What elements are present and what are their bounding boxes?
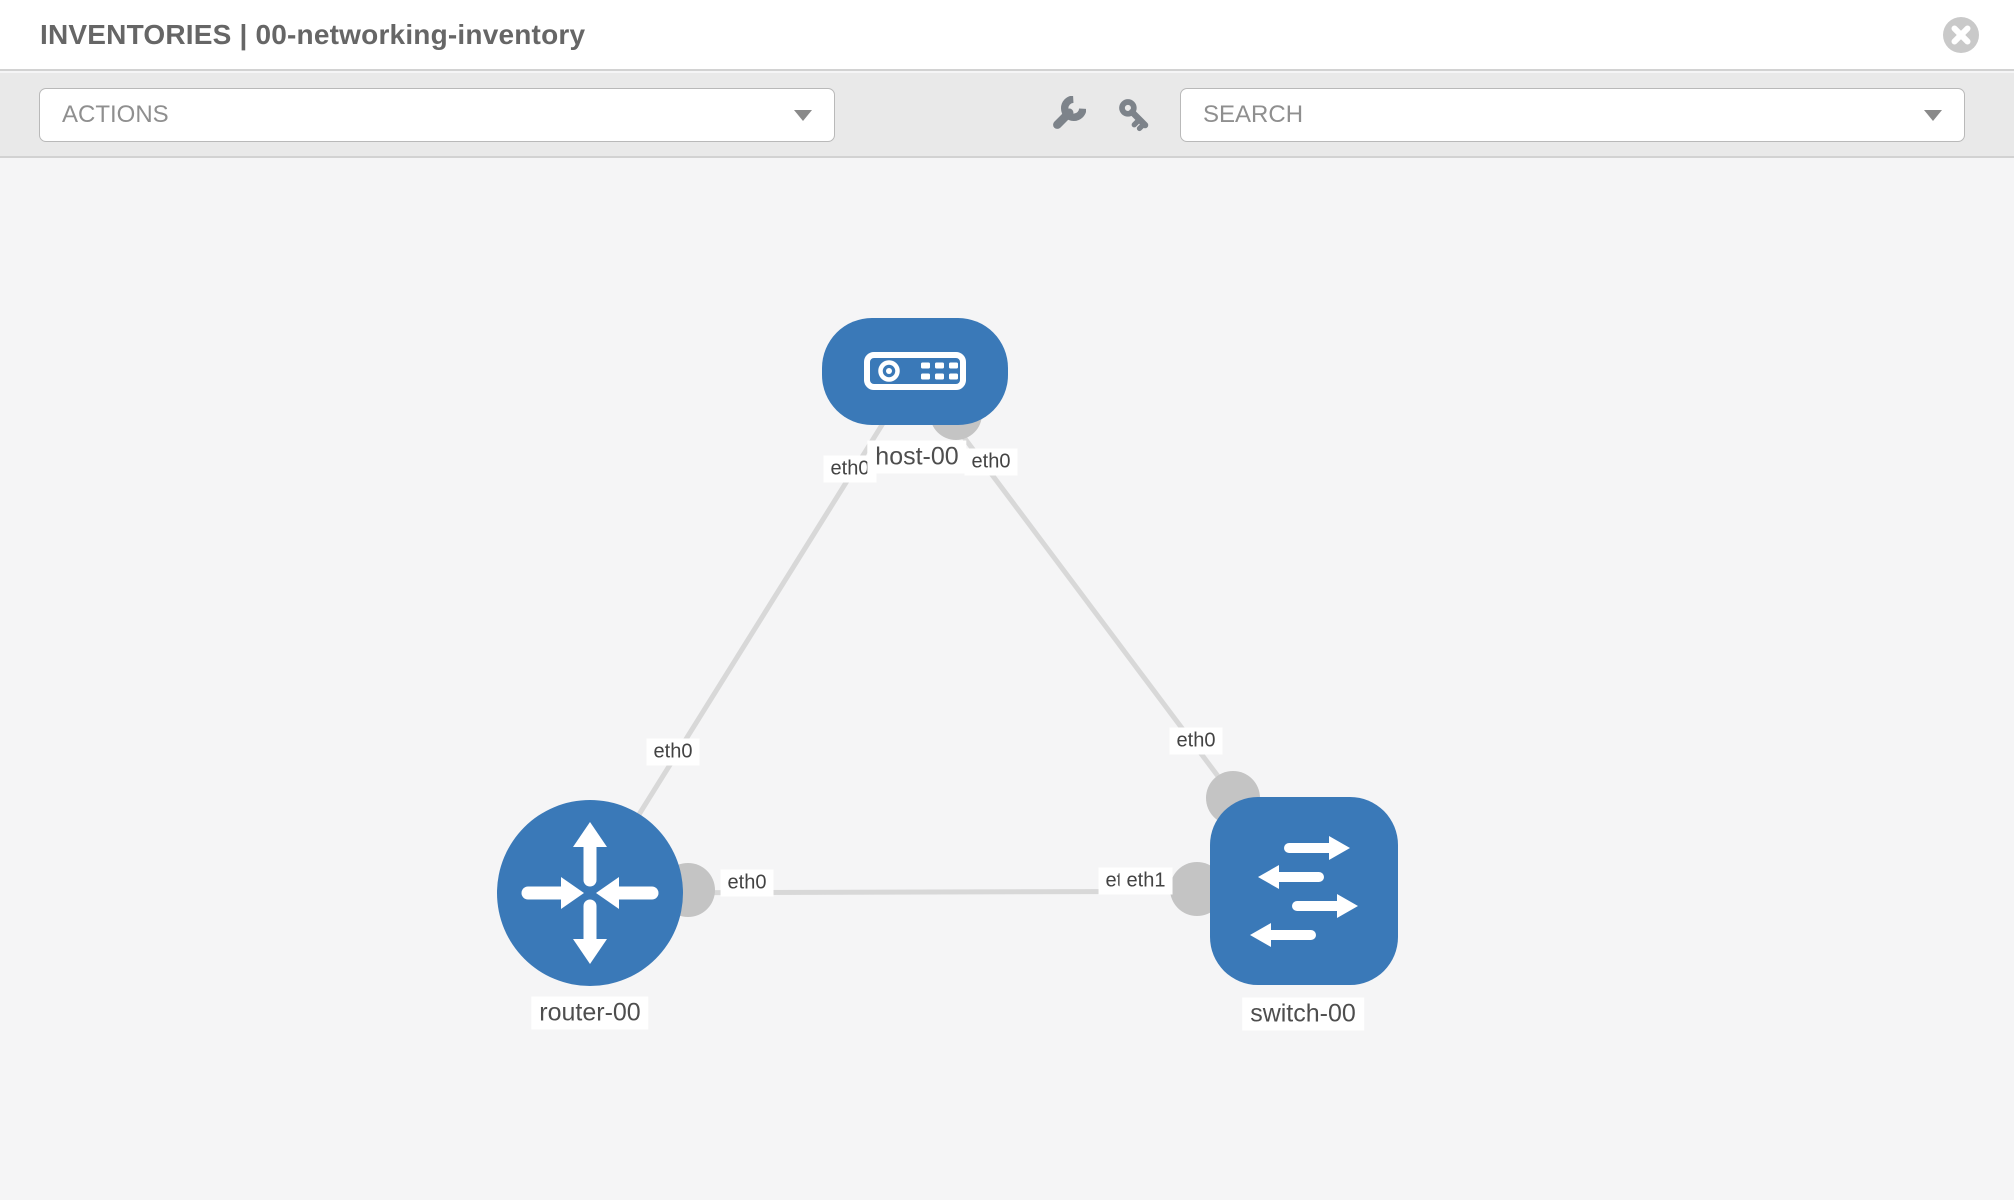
actions-dropdown[interactable]: ACTIONS [39, 88, 835, 142]
actions-dropdown-label: ACTIONS [62, 101, 169, 128]
iface-label: eth0 [1169, 727, 1223, 755]
router-arrows-icon [521, 822, 659, 964]
switch-arrows-icon [1250, 836, 1358, 947]
iface-label: eth1 [1119, 867, 1173, 895]
chevron-down-icon [794, 110, 812, 121]
host-device-icon [864, 352, 966, 390]
wrench-button[interactable] [1048, 95, 1087, 134]
close-icon [1951, 25, 1971, 45]
node-label-host-00: host-00 [867, 440, 967, 474]
node-host-00[interactable] [822, 318, 1008, 425]
iface-label: eth0 [720, 869, 774, 897]
wrench-icon [1053, 95, 1087, 129]
iface-label: eth0 [964, 448, 1018, 476]
node-router-00[interactable] [497, 800, 683, 986]
iface-label: eth0 [646, 738, 700, 766]
node-switch-00[interactable] [1210, 797, 1398, 985]
key-button[interactable] [1116, 96, 1154, 134]
search-dropdown-label: SEARCH [1203, 101, 1304, 128]
toolbar: ACTIONS SEARCH [0, 73, 2014, 158]
node-label-router-00: router-00 [531, 996, 649, 1030]
key-icon [1119, 99, 1149, 132]
chevron-down-icon [1924, 110, 1942, 121]
node-label-switch-00: switch-00 [1242, 997, 1364, 1031]
page-title: INVENTORIES | 00-networking-inventory [40, 18, 586, 50]
topology-canvas[interactable]: eth0 eth0 eth0 eth0 eth0 eth0 eth1 host-… [0, 158, 2014, 1200]
header: INVENTORIES | 00-networking-inventory [0, 0, 2014, 71]
search-dropdown[interactable]: SEARCH [1180, 88, 1965, 142]
close-button[interactable] [1943, 17, 1979, 53]
